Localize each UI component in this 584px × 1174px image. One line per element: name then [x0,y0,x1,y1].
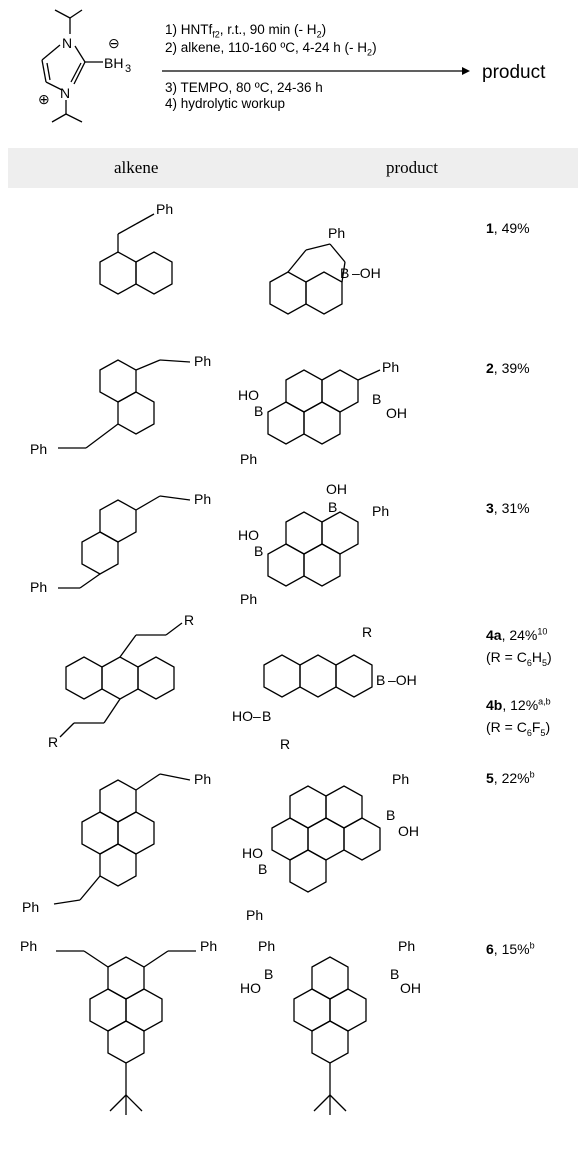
step-3: 3) TEMPO, 80 ºC, 24-36 h [165,80,323,95]
result-3: 3, 31% [486,500,530,516]
row-6-structures: Ph Ph Ph HO B Ph B OH [20,938,421,1115]
atom-label: HO– [232,708,261,724]
atom-label: B [372,391,381,407]
alkene-column-header: alkene [114,158,159,177]
row-5-structures: Ph Ph Ph B OH HO B Ph [22,771,419,923]
atom-label: Ph [30,441,47,457]
result-4a: 4a, 24%10 [486,626,548,643]
atom-label: B [376,672,385,688]
step-1: 1) HNTff2, r.t., 90 min (- H2) [165,22,327,40]
row-3-structures: Ph Ph OH B Ph HO B Ph [30,481,389,607]
result-5: 5, 22%b [486,769,535,786]
row-2-structures: Ph Ph Ph B OH HO B Ph [30,353,407,467]
atom-label: Ph [194,353,211,369]
atom-label: Ph [240,451,257,467]
atom-label: OH [400,980,421,996]
atom-label: OH [386,405,407,421]
result-2: 2, 39% [486,360,530,376]
atom-label: B [390,966,399,982]
atom-label: Ph [246,907,263,923]
result-4a-substituent: (R = C6H5) [486,649,552,668]
atom-label: R [362,624,372,640]
atom-label: Ph [30,579,47,595]
result-1: 1, 49% [486,220,530,236]
row-1-structures: Ph Ph B –OH [99,201,381,315]
atom-label: Ph [258,938,275,954]
atom-label: –OH [352,265,381,281]
table-row: Ph Ph Ph B OH HO B Ph 5, 22%b [0,760,584,930]
step-4: 4) hydrolytic workup [165,96,286,111]
atom-label: Ph [194,491,211,507]
table-row: Ph Ph B –OH 1, 49% [0,200,584,340]
borane-label: BH [104,55,123,71]
step-2: 2) alkene, 110-160 ºC, 4-24 h (- H2) [165,40,377,58]
borane-subscript: 3 [125,63,131,75]
nitrogen-1-label: N [62,35,72,51]
atom-label: Ph [194,771,211,787]
table-header: alkene product [8,148,578,188]
atom-label: B [254,543,263,559]
atom-label: R [184,615,194,628]
minus-charge-icon: ⊖ [108,35,120,51]
atom-label: B [254,403,263,419]
arrow-head-icon [462,67,470,75]
atom-label: OH [326,481,347,497]
atom-label: –OH [388,672,417,688]
product-column-header: product [386,158,438,177]
atom-label: Ph [156,201,173,217]
atom-label: Ph [200,938,217,954]
atom-label: HO [238,387,259,403]
table-row: Ph Ph Ph HO B Ph B OH 6, 15%b [0,935,584,1169]
result-4b: 4b, 12%a,b [486,696,551,713]
atom-label: Ph [382,359,399,375]
nhc-borane-reagent-structure: N N BH 3 ⊖ ⊕ [38,9,470,123]
atom-label: HO [242,845,263,861]
atom-label: Ph [392,771,409,787]
atom-label: R [280,736,290,752]
atom-label: B [262,708,271,724]
nitrogen-2-label: N [60,85,70,101]
result-6: 6, 15%b [486,940,535,957]
atom-label: Ph [22,899,39,915]
plus-charge-icon: ⊕ [38,91,50,107]
table-row: R R R B –OH HO– B R 4a, 24%10 (R = C6H5)… [0,612,584,755]
atom-label: HO [238,527,259,543]
atom-label: Ph [20,938,37,954]
row-4-structures: R R R B –OH HO– B R [48,612,417,752]
atom-label: Ph [398,938,415,954]
atom-label: Ph [240,591,257,607]
scheme-product-label: product [482,62,546,83]
atom-label: HO [240,980,261,996]
atom-label: B [258,861,267,877]
atom-label: Ph [372,503,389,519]
table-row: Ph Ph OH B Ph HO B Ph 3, 31% [0,480,584,615]
atom-label: B [264,966,273,982]
atom-label: OH [398,823,419,839]
reaction-scheme: N N BH 3 ⊖ ⊕ 1) HNTff2, r.t., 90 min (- … [0,0,584,140]
atom-label: B [328,499,337,515]
atom-label: B [386,807,395,823]
atom-label: R [48,734,58,750]
result-4b-substituent: (R = C6F5) [486,719,551,738]
atom-label: B [340,265,349,281]
table-row: Ph Ph Ph B OH HO B Ph 2, 39% [0,340,584,480]
atom-label: Ph [328,225,345,241]
